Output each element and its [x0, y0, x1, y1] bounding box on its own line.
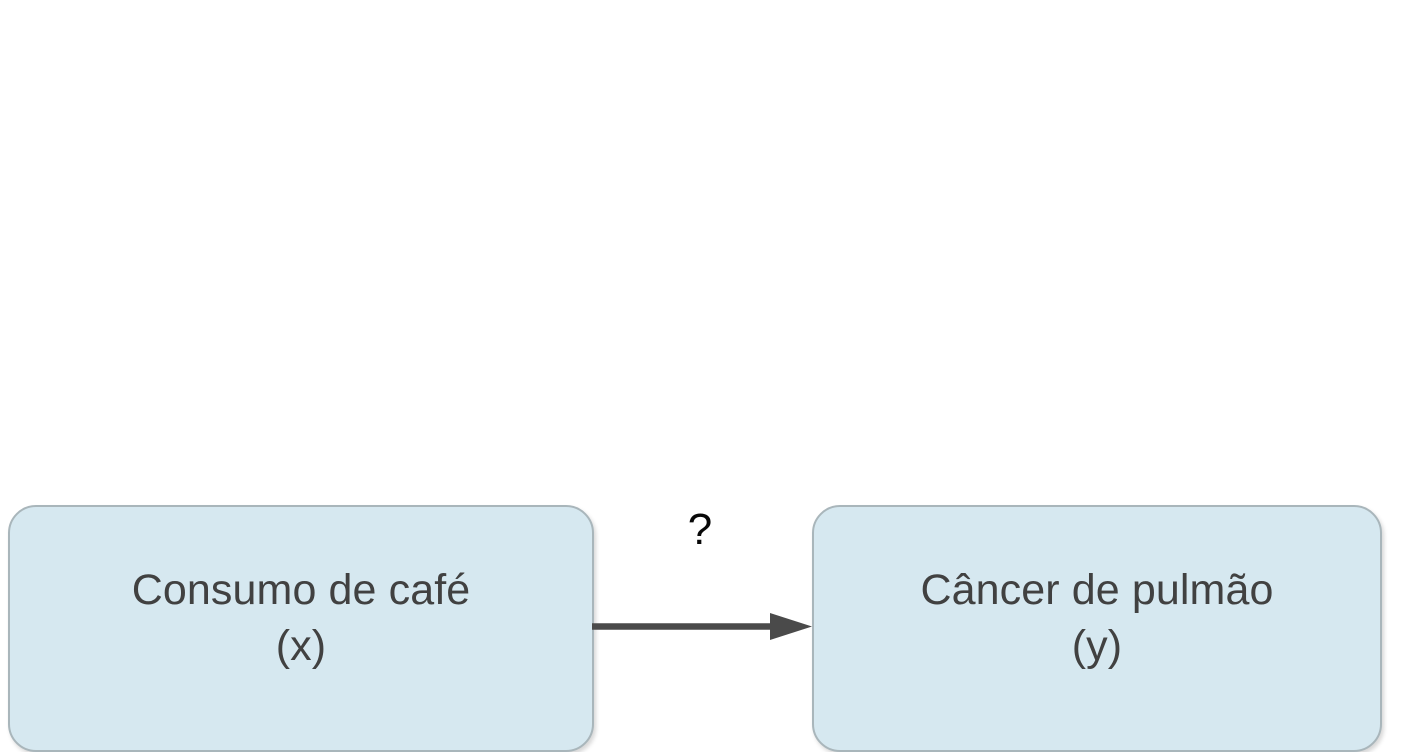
node-cause-variable: (x) — [275, 621, 327, 670]
node-cause-title: Consumo de café — [131, 566, 471, 614]
edge-question-mark-label: ? — [687, 505, 713, 554]
node-consumo-de-cafe[interactable]: Consumo de café (x) — [8, 505, 594, 752]
node-effect-title: Câncer de pulmão — [920, 566, 1274, 614]
causal-arrow[interactable] — [590, 604, 816, 652]
node-effect-variable: (y) — [1071, 621, 1123, 670]
node-cancer-de-pulmao[interactable]: Câncer de pulmão (y) — [812, 505, 1382, 752]
arrow-icon — [592, 613, 812, 640]
